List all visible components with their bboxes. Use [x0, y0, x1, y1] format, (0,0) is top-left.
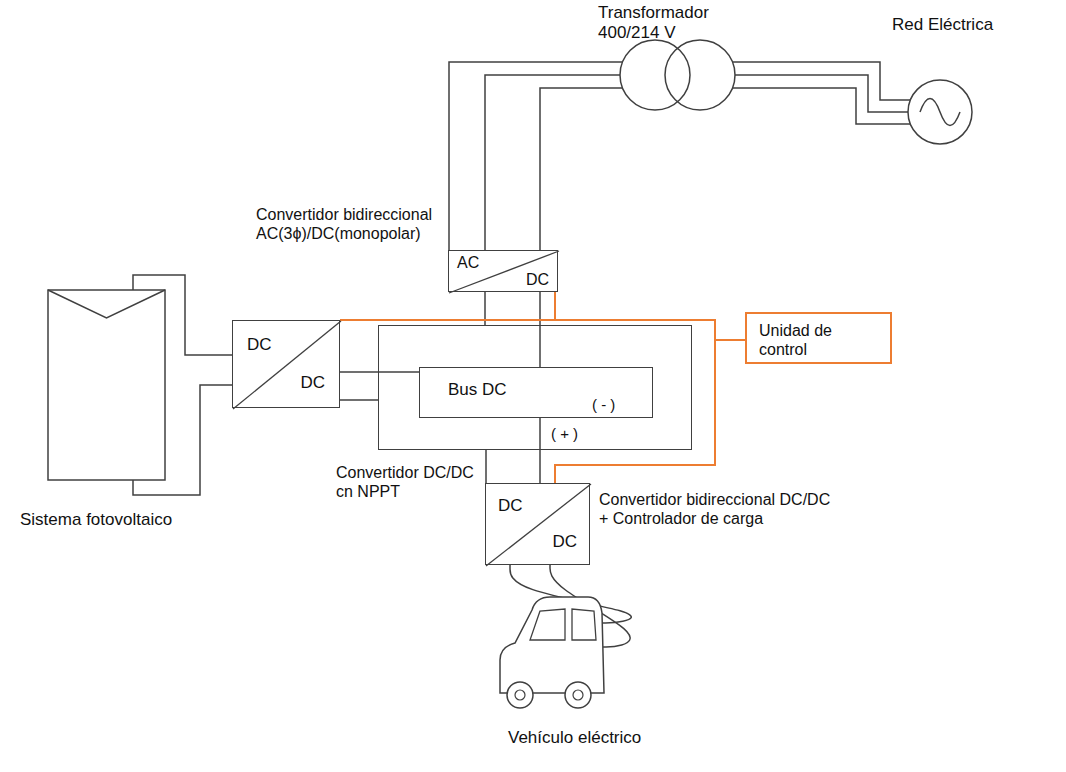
pv-mark [48, 290, 165, 318]
converter-box: DCDCConvertidor DC/DC cn NPPT [232, 320, 340, 408]
car-hub [515, 690, 525, 700]
converter-diagonal [233, 321, 341, 409]
converter-title: Convertidor bidireccional DC/DC + Contro… [599, 490, 837, 528]
transformer-winding [665, 40, 735, 110]
power-wire-path [133, 385, 232, 495]
power-wire-path [485, 450, 487, 483]
shape-outline [48, 290, 165, 480]
port-label: DC [300, 373, 325, 393]
converter-box: DCDCConvertidor bidireccional DC/DC + Co… [485, 483, 590, 565]
converter-box: Convertidor bidireccional AC(3ϕ)/DC(mono… [448, 250, 558, 292]
port-label: AC [457, 253, 479, 272]
grid-label: Red Eléctrica [892, 15, 993, 35]
car-wheel [565, 682, 591, 708]
grid-source: Red Eléctrica [880, 15, 1005, 150]
control-link [555, 340, 745, 483]
power-wire-path [732, 88, 910, 124]
bus-box: Bus DC ( - ) [419, 367, 653, 418]
power-wire-path [485, 75, 620, 250]
vehicle: Vehículo eléctrico [470, 585, 660, 765]
port-label: DC [247, 335, 272, 355]
control-link-path [555, 292, 745, 340]
power-wire [732, 62, 910, 124]
ac-source-circle [908, 80, 972, 144]
vehicle-label: Vehículo eléctrico [508, 728, 641, 748]
transformer-symbol: Transformador 400/214 V [596, 3, 746, 115]
control-box: Unidad de control [745, 312, 892, 364]
sine-symbol [920, 99, 960, 126]
connectors [133, 62, 910, 647]
control-label: Unidad de control [759, 321, 869, 359]
power-wire [340, 400, 378, 401]
power-wire [449, 62, 623, 250]
port-label: DC [552, 532, 577, 552]
bus-enclosure: ( + ) Bus DC ( - ) [378, 325, 692, 450]
power-wire-path [735, 75, 908, 112]
port-label: DC [526, 270, 549, 289]
power-wire [133, 275, 232, 495]
pv-label: Sistema fotovoltaico [20, 510, 172, 530]
transformer-label: Transformador 400/214 V [598, 3, 728, 44]
polarity-label: ( + ) [551, 425, 578, 443]
power-wire-path [540, 88, 623, 250]
power-wire [540, 292, 541, 367]
power-wire-path [732, 62, 910, 100]
power-wire-path [133, 275, 232, 355]
car-window [572, 609, 596, 640]
port-label: DC [498, 496, 523, 516]
shape-outline [880, 15, 1005, 150]
pv-panel: Sistema fotovoltaico [48, 290, 165, 480]
power-wire-path [340, 399, 378, 401]
car-window [530, 609, 565, 640]
converter-diagonal [486, 484, 591, 566]
pv-outline [48, 290, 165, 480]
power-wire [540, 418, 541, 483]
bus-label: Bus DC [448, 380, 507, 400]
car-wheel [507, 682, 533, 708]
car-body [500, 597, 604, 693]
charging-cable-path [550, 565, 630, 647]
control-link-path [340, 320, 745, 340]
control-link [340, 320, 745, 340]
power-wire-path [340, 371, 419, 373]
converter-title: Convertidor DC/DC cn NPPT [336, 463, 486, 501]
converter-title: Convertidor bidireccional AC(3ϕ)/DC(mono… [256, 205, 446, 243]
car-hub [573, 690, 583, 700]
polarity-label: ( - ) [592, 396, 615, 414]
power-wire [340, 372, 419, 373]
power-wire-path [539, 292, 541, 367]
control-link-path [555, 340, 745, 483]
power-wire-path [449, 62, 623, 250]
charging-cable [510, 565, 631, 647]
transformer-winding [620, 40, 690, 110]
converter-diagonal [449, 251, 559, 293]
power-wire [486, 450, 487, 483]
control-link [555, 292, 745, 340]
shape-outline [233, 321, 341, 409]
power-wire-path [539, 418, 541, 483]
